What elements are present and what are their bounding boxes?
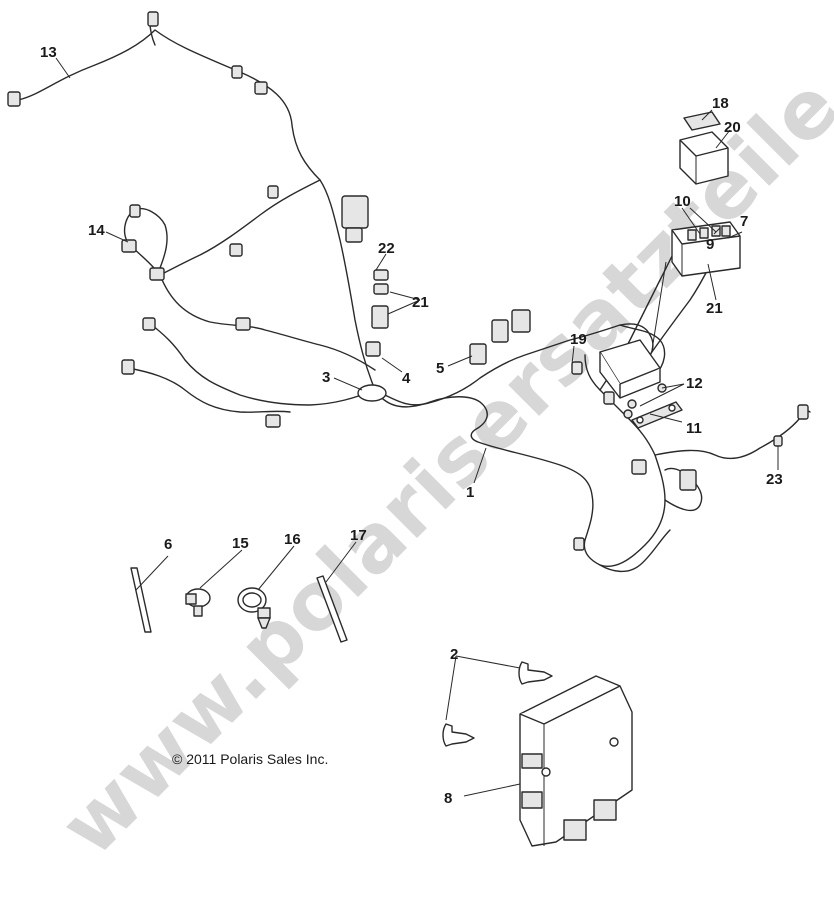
callout-6: 6 bbox=[164, 536, 172, 553]
callout-21a: 21 bbox=[412, 294, 429, 311]
push-clip bbox=[237, 587, 271, 629]
copyright-notice: © 2011 Polaris Sales Inc. bbox=[172, 751, 328, 767]
callout-labels: 1 2 3 4 5 6 7 8 9 10 11 12 13 14 15 16 1… bbox=[40, 44, 783, 807]
callout-16: 16 bbox=[284, 531, 301, 548]
screws bbox=[442, 661, 553, 747]
callout-1: 1 bbox=[466, 484, 474, 501]
cable-tie bbox=[130, 567, 152, 633]
callout-22: 22 bbox=[378, 240, 395, 257]
watermark: www.polarisersatzteile.de bbox=[43, 0, 834, 873]
mounting-bracket bbox=[623, 383, 683, 429]
ecu-module bbox=[519, 675, 633, 847]
callout-8: 8 bbox=[444, 790, 452, 807]
callout-7: 7 bbox=[740, 213, 748, 230]
relay-module bbox=[599, 339, 661, 399]
callout-11: 11 bbox=[686, 420, 702, 437]
callout-20: 20 bbox=[724, 119, 741, 136]
harness-connectors bbox=[7, 11, 809, 551]
callout-2: 2 bbox=[450, 646, 458, 663]
callout-17: 17 bbox=[350, 527, 367, 544]
callout-19: 19 bbox=[570, 331, 587, 348]
callout-15: 15 bbox=[232, 535, 249, 552]
callout-3: 3 bbox=[322, 369, 330, 386]
callout-14: 14 bbox=[88, 222, 105, 239]
callout-10: 10 bbox=[674, 193, 691, 210]
callout-23: 23 bbox=[766, 471, 783, 488]
fuse-box-cover bbox=[679, 111, 729, 185]
callout-4: 4 bbox=[402, 370, 411, 387]
callout-18: 18 bbox=[712, 95, 729, 112]
hose-clip bbox=[185, 588, 211, 617]
callout-12: 12 bbox=[686, 375, 703, 392]
callout-9: 9 bbox=[706, 236, 714, 253]
callout-5: 5 bbox=[436, 360, 444, 377]
leader-lines bbox=[55, 57, 779, 797]
callout-21b: 21 bbox=[706, 300, 723, 317]
cable-tie-long bbox=[316, 575, 348, 643]
fuse-box bbox=[671, 221, 741, 277]
callout-13: 13 bbox=[40, 44, 57, 61]
